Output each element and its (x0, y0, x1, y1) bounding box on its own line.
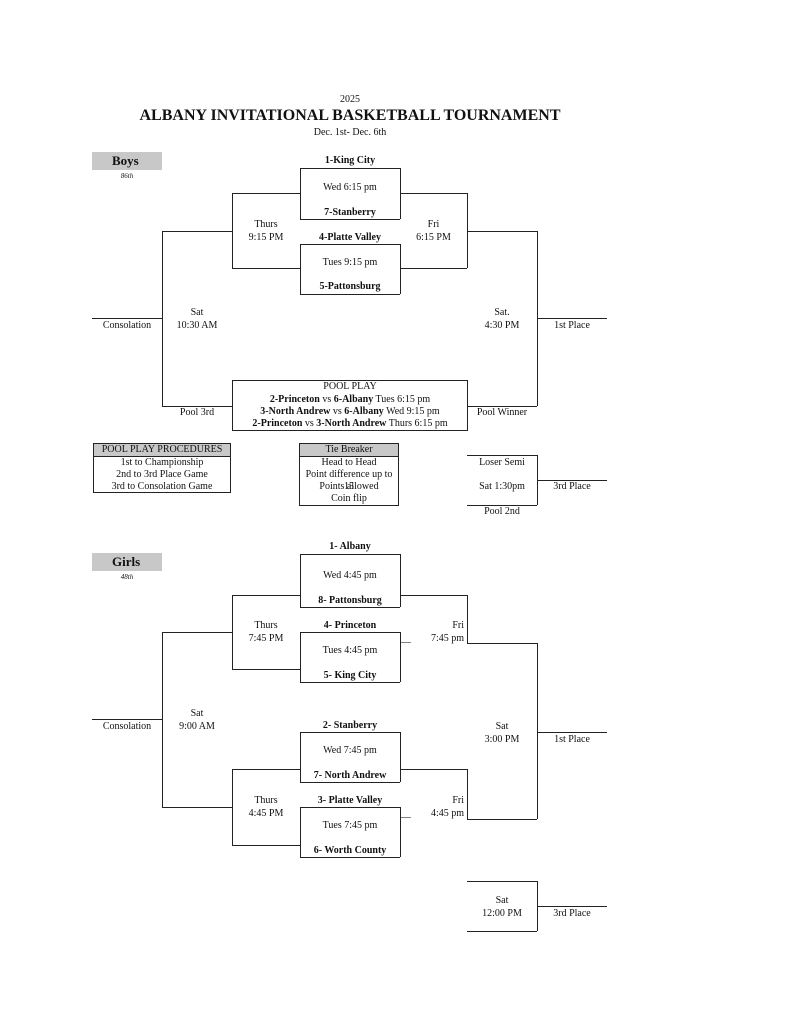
boys-game2-time: Tues 9:15 pm (322, 257, 378, 268)
girls-consolation-day: Sat (190, 708, 204, 719)
tie-breaker-item: Points allowed (319, 481, 379, 492)
boys-game2-team-top: 4-Platte Valley (319, 232, 381, 243)
tournament-year: 2025 (340, 94, 360, 105)
boys-game1-team-bottom: 7-Stanberry (324, 207, 376, 218)
boys-pool-game-3: 2-Princeton vs 3-North Andrew Thurs 6:15… (252, 418, 448, 429)
girls-consolation-label: Consolation (102, 721, 152, 732)
boys-consolation-day: Sat (190, 307, 204, 318)
girls-championship-day: Sat (495, 721, 509, 732)
boys-championship-time: 4:30 PM (484, 320, 520, 331)
girls-game1-team-bottom: 8- Pattonsburg (318, 595, 382, 606)
boys-semi-right-time: 6:15 PM (416, 232, 451, 243)
girls-game3-team-top: 2- Stanberry (322, 720, 378, 731)
boys-edition-note: 86th (120, 172, 134, 180)
girls-semi-top-right-time: 7:45 pm (430, 633, 464, 644)
procedures-title: POOL PLAY PROCEDURES (94, 444, 230, 457)
tie-breaker-item: Head to Head (321, 457, 377, 468)
boys-pool-game-1: 2-Princeton vs 6-Albany Tues 6:15 pm (269, 394, 431, 405)
girls-consolation-time: 9:00 AM (179, 721, 215, 732)
procedures-item: 3rd to Consolation Game (111, 481, 213, 492)
boys-first-place-label: 1st Place (554, 320, 590, 331)
girls-edition-note: 48th (120, 573, 134, 581)
boys-third-place-top: Loser Semi (479, 457, 525, 468)
tie-breaker-item: Point difference up to 15 (305, 469, 393, 492)
girls-game4-team-bottom: 6- Worth County (313, 845, 387, 856)
boys-consolation-time: 10:30 AM (176, 320, 218, 331)
tournament-dates: Dec. 1st- Dec. 6th (313, 127, 387, 138)
tie-breaker-title: Tie Breaker (300, 444, 398, 457)
girls-championship-time: 3:00 PM (484, 734, 520, 745)
procedures-item: 1st to Championship (120, 457, 204, 468)
girls-game2-team-top: 4- Princeton (323, 620, 377, 631)
boys-pool-winner-label: Pool Winner (476, 407, 528, 418)
girls-dash-bottom: __ (401, 808, 411, 819)
boys-game1-time: Wed 6:15 pm (323, 182, 377, 193)
boys-championship-day: Sat. (494, 307, 510, 318)
tie-breaker-table: Tie Breaker Head to Head Point differenc… (299, 443, 399, 506)
page-title: ALBANY INVITATIONAL BASKETBALL TOURNAMEN… (139, 107, 561, 124)
boys-pool-play-title: POOL PLAY (323, 381, 377, 392)
girls-game1-team-top: 1- Albany (329, 541, 371, 552)
girls-semi-bottom-right-day: Fri (452, 795, 464, 806)
girls-first-place-label: 1st Place (554, 734, 590, 745)
girls-game1-time: Wed 4:45 pm (323, 570, 377, 581)
girls-third-place-day: Sat (495, 895, 509, 906)
boys-pool-third-label: Pool 3rd (179, 407, 215, 418)
boys-game2-team-bottom: 5-Pattonsburg (319, 281, 381, 292)
girls-semi-bottom-right-time: 4:45 pm (430, 808, 464, 819)
girls-game3-time: Wed 7:45 pm (323, 745, 377, 756)
boys-consolation-label: Consolation (102, 320, 152, 331)
boys-semi-right-day: Fri (427, 219, 440, 230)
boys-third-place-bottom: Pool 2nd (484, 506, 520, 517)
boys-third-place-time: Sat 1:30pm (479, 481, 525, 492)
girls-third-place-label: 3rd Place (553, 908, 591, 919)
girls-third-place-time: 12:00 PM (482, 908, 522, 919)
girls-semi-top-right-day: Fri (452, 620, 464, 631)
boys-game1-team-top: 1-King City (324, 155, 376, 166)
girls-game2-time: Tues 4:45 pm (322, 645, 378, 656)
girls-section-header: Girls (92, 553, 162, 571)
girls-semi-top-left-day: Thurs (254, 620, 278, 631)
boys-semi-left-time: 9:15 PM (248, 232, 284, 243)
girls-semi-top-left-time: 7:45 PM (248, 633, 284, 644)
girls-game4-time: Tues 7:45 pm (322, 820, 378, 831)
girls-game3-team-bottom: 7- North Andrew (313, 770, 387, 781)
tie-breaker-item: Coin flip (331, 493, 367, 504)
procedures-item: 2nd to 3rd Place Game (116, 469, 208, 480)
girls-semi-bottom-left-day: Thurs (254, 795, 278, 806)
girls-game2-team-bottom: 5- King City (323, 670, 377, 681)
boys-semi-left-day: Thurs (254, 219, 278, 230)
boys-pool-play-box (232, 380, 468, 431)
boys-section-header: Boys (92, 152, 162, 170)
girls-game4-team-top: 3- Platte Valley (317, 795, 383, 806)
girls-dash-top: __ (401, 633, 411, 644)
girls-semi-bottom-left-time: 4:45 PM (248, 808, 284, 819)
pool-play-procedures-table: POOL PLAY PROCEDURES 1st to Championship… (93, 443, 231, 493)
boys-third-place-label: 3rd Place (553, 481, 591, 492)
boys-pool-game-2: 3-North Andrew vs 6-Albany Wed 9:15 pm (260, 406, 440, 417)
